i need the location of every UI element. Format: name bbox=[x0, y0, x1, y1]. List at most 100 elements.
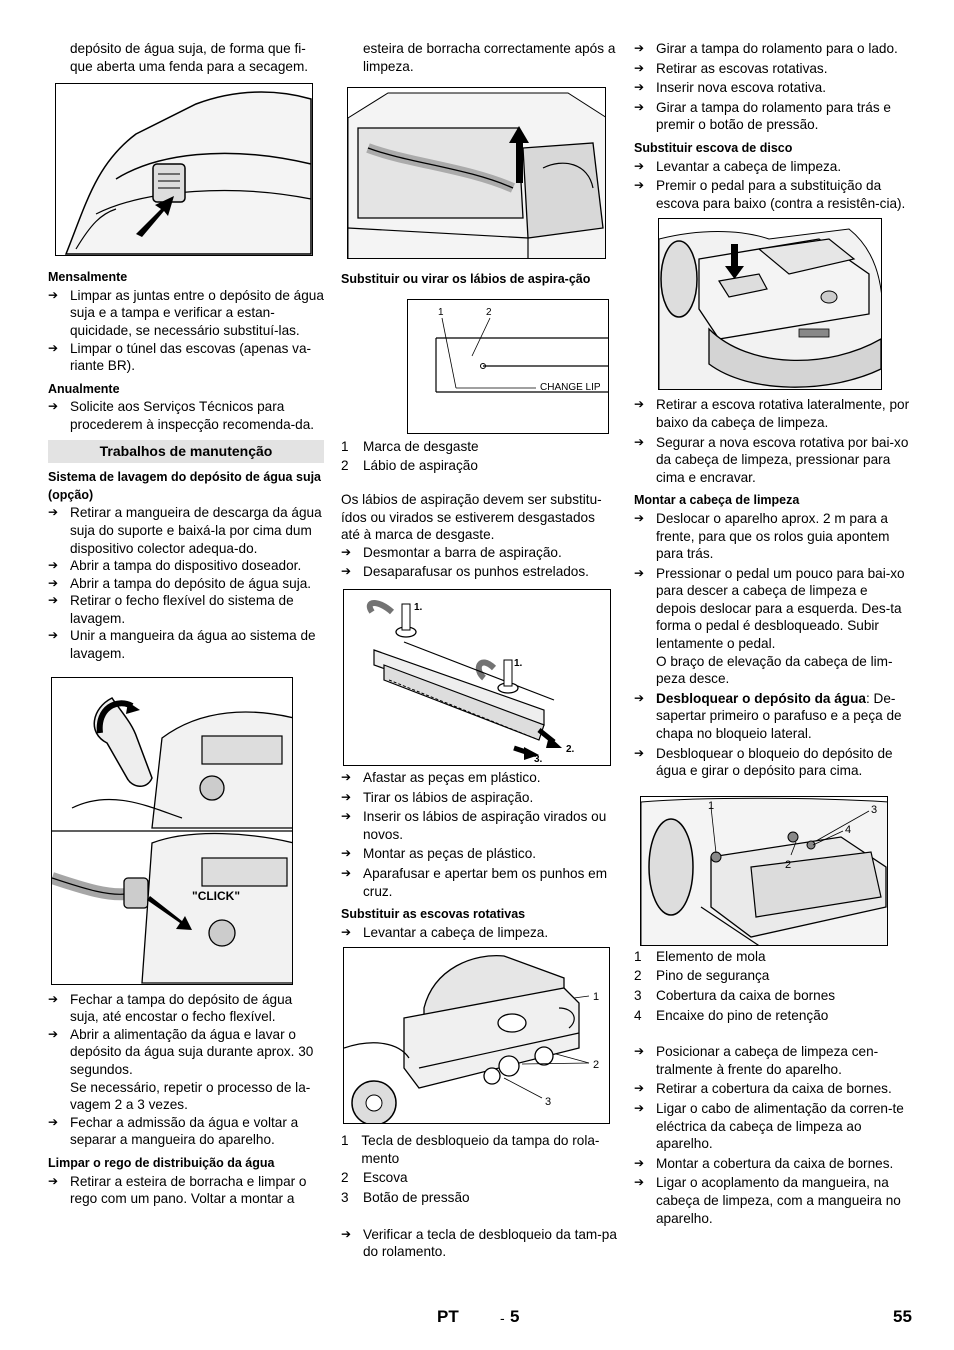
roller-step-1: Levantar a cabeça de limpeza. bbox=[341, 924, 617, 942]
footer-section-page: 5 bbox=[510, 1307, 520, 1326]
lip-step-7: Aparafusar e apertar bem os punhos em cr… bbox=[341, 865, 617, 900]
tank-label-4: 4 bbox=[845, 824, 851, 836]
bar-label-1a: 1. bbox=[414, 602, 423, 613]
click-label: "CLICK" bbox=[192, 889, 240, 903]
lip-step-2: Desaparafusar os punhos estrelados. bbox=[341, 563, 617, 581]
tank-label-3: 3 bbox=[871, 804, 877, 816]
lip-step-1: Desmontar a barra de aspiração. bbox=[341, 544, 617, 562]
wash-step-8: Fechar a admissão da água e voltar a sep… bbox=[48, 1114, 324, 1149]
figure-tank-lid bbox=[55, 83, 313, 257]
lip-label-1: 1 bbox=[438, 307, 444, 318]
legend-row: 4 Encaixe do pino de retenção bbox=[634, 1007, 910, 1025]
legend-num: 1 bbox=[341, 1133, 349, 1149]
monthly-heading: Mensalmente bbox=[48, 270, 128, 285]
lip-label-2: 2 bbox=[486, 307, 492, 318]
wash-step-5: Unir a mangueira da água ao sistema de l… bbox=[48, 627, 324, 662]
legend-text: Elemento de mola bbox=[656, 948, 766, 964]
final-step-2: Retirar a cobertura da caixa de bornes. bbox=[634, 1080, 910, 1098]
gutter-heading: Limpar o rego de distribuição da água bbox=[48, 1156, 275, 1170]
intro-text-2: esteira de borracha correctamente após a… bbox=[363, 41, 616, 74]
legend-text: Marca de desgaste bbox=[363, 438, 479, 454]
footer-page-number: 55 bbox=[893, 1307, 912, 1326]
legend-num: 3 bbox=[634, 988, 642, 1003]
unlock-bold: Desbloquear o depósito da água bbox=[656, 690, 866, 706]
footer-dash: - bbox=[500, 1310, 505, 1326]
legend-num: 1 bbox=[634, 948, 642, 964]
mount-heading: Montar a cabeça de limpeza bbox=[634, 493, 800, 508]
roller-step-3: Girar a tampa do rolamento para o lado. bbox=[634, 40, 910, 58]
figure-disc-brush bbox=[658, 218, 882, 391]
lip-step-4: Tirar os lábios de aspiração. bbox=[341, 789, 617, 807]
mount-note: O braço de elevação da cabeça de lim-pez… bbox=[656, 653, 893, 687]
disc-step-1: Levantar a cabeça de limpeza. bbox=[634, 158, 910, 176]
legend-row: 1 Tecla de desbloqueio da tampa do rola-m… bbox=[341, 1132, 617, 1167]
final-step-5: Ligar o acoplamento da mangueira, na cab… bbox=[634, 1174, 910, 1227]
column-3: Girar a tampa do rolamento para o lado. … bbox=[634, 40, 910, 1227]
bar-label-1b: 1. bbox=[514, 658, 523, 669]
legend-num: 1 bbox=[341, 438, 349, 454]
intro-text: depósito de água suja, de forma que fi-q… bbox=[70, 41, 309, 74]
legend-text: Encaixe do pino de retenção bbox=[656, 1007, 829, 1023]
column-1: depósito de água suja, de forma que fi-q… bbox=[48, 40, 324, 1208]
wash-heading: Sistema de lavagem do depósito de água s… bbox=[48, 470, 321, 502]
lip-step-5: Inserir os lábios de aspiração virados o… bbox=[341, 808, 617, 843]
wash-step-6: Fechar a tampa do depósito de água suja,… bbox=[48, 991, 324, 1026]
mount-step-1: Deslocar o aparelho aprox. 2 m para a fr… bbox=[634, 510, 910, 563]
wash-step-7: Abrir a alimentação da água e lavar o de… bbox=[48, 1026, 324, 1079]
legend-num: 2 bbox=[341, 1170, 349, 1186]
wash-step-2: Abrir a tampa do dispositivo doseador. bbox=[48, 557, 324, 575]
figure-wash-hose: "CLICK" bbox=[51, 676, 293, 985]
column-2: esteira de borracha correctamente após a… bbox=[341, 40, 617, 1261]
disc-step-2: Premir o pedal para a substituição da es… bbox=[634, 177, 910, 212]
legend-row: 2 Pino de segurança bbox=[634, 967, 910, 985]
roller-step-2: Verificar a tecla de desbloqueio da tam-… bbox=[341, 1226, 617, 1261]
roller-label-1: 1 bbox=[593, 991, 599, 1003]
wash-note: Se necessário, repetir o processo de la-… bbox=[70, 1079, 311, 1113]
legend-num: 2 bbox=[634, 968, 642, 984]
roller-step-4: Retirar as escovas rotativas. bbox=[634, 60, 910, 78]
legend-text: Tecla de desbloqueio da tampa do rola-me… bbox=[361, 1133, 600, 1166]
roller-step-6: Girar a tampa do rolamento para trás e p… bbox=[634, 99, 910, 134]
legend-text: Pino de segurança bbox=[656, 968, 770, 984]
disc-step-3: Retirar a escova rotativa lateralmente, … bbox=[634, 396, 910, 431]
roller-label-3: 3 bbox=[545, 1096, 551, 1108]
lip-text: Os lábios de aspiração devem ser substit… bbox=[341, 491, 602, 543]
monthly-step-2: Limpar o túnel das escovas (apenas va-ri… bbox=[48, 340, 324, 375]
legend-text: Escova bbox=[363, 1170, 408, 1186]
lip-heading: Substituir ou virar os lábios de aspira-… bbox=[341, 272, 591, 287]
unlock-rest: : De-sapertar primeiro o parafuso e a pe… bbox=[656, 690, 902, 742]
wash-step-3: Abrir a tampa do depósito de água suja. bbox=[48, 575, 324, 593]
legend-num: 2 bbox=[341, 458, 349, 474]
figure-suction-lip: 1 2 CHANGE LIP bbox=[407, 298, 609, 434]
roller-label-2: 2 bbox=[593, 1059, 599, 1071]
bar-label-3: 3. bbox=[534, 754, 543, 765]
final-step-1: Posicionar a cabeça de limpeza cen-tralm… bbox=[634, 1043, 910, 1078]
wash-step-4: Retirar o fecho flexível do sistema de l… bbox=[48, 592, 324, 627]
change-lip-label: CHANGE LIP bbox=[540, 382, 601, 393]
gutter-step-1: Retirar a esteira de borracha e limpar o… bbox=[48, 1173, 324, 1208]
final-step-3: Ligar o cabo de alimentação da corren-te… bbox=[634, 1100, 910, 1153]
legend-text: Lábio de aspiração bbox=[363, 458, 478, 474]
roller-heading: Substituir as escovas rotativas bbox=[341, 907, 526, 922]
wash-step-1: Retirar a mangueira de descarga da água … bbox=[48, 504, 324, 557]
bar-label-2: 2. bbox=[566, 744, 575, 755]
final-step-4: Montar a cobertura da caixa de bornes. bbox=[634, 1155, 910, 1173]
lip-step-3: Afastar as peças em plástico. bbox=[341, 769, 617, 787]
mount-step-4: Desbloquear o bloqueio do depósito de ág… bbox=[634, 745, 910, 780]
legend-num: 4 bbox=[634, 1007, 642, 1023]
legend-row: 2 Lábio de aspiração bbox=[341, 457, 617, 475]
lip-step-6: Montar as peças de plástico. bbox=[341, 845, 617, 863]
legend-row: 1 Marca de desgaste bbox=[341, 438, 617, 456]
legend-num: 3 bbox=[341, 1190, 349, 1206]
monthly-step-1: Limpar as juntas entre o depósito de águ… bbox=[48, 287, 324, 340]
legend-text: Botão de pressão bbox=[363, 1190, 470, 1206]
figure-suction-bar: 1. 1. 2. 3. bbox=[343, 588, 611, 766]
legend-row: 3 Botão de pressão bbox=[341, 1189, 617, 1207]
tank-label-2: 2 bbox=[785, 859, 791, 871]
disc-heading: Substituir escova de disco bbox=[634, 140, 793, 155]
section-title-maintenance: Trabalhos de manutenção bbox=[48, 439, 324, 464]
disc-step-4: Segurar a nova escova rotativa por bai-x… bbox=[634, 434, 910, 487]
mount-step-2: Pressionar o pedal um pouco para bai-xo … bbox=[634, 565, 910, 653]
